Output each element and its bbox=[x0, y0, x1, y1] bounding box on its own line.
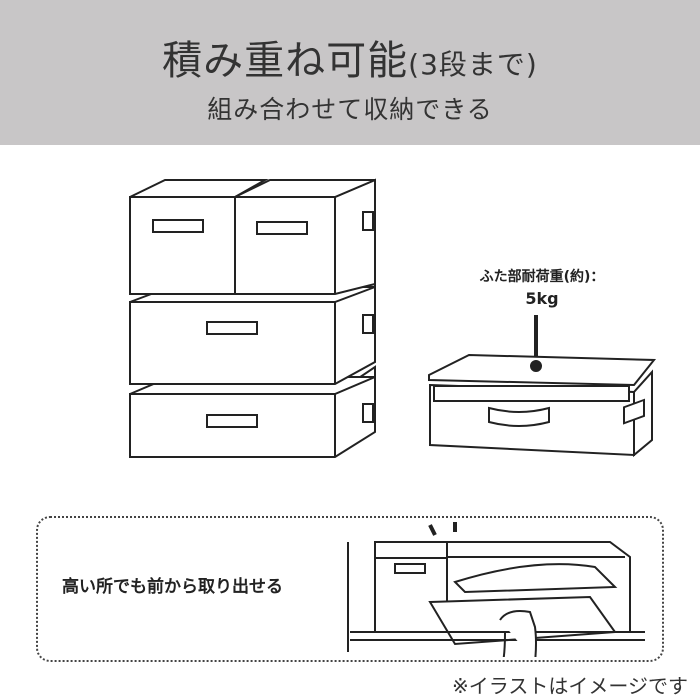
single-box-illustration bbox=[428, 315, 657, 458]
shelf-access-illustration bbox=[347, 522, 645, 657]
feature-text: 高い所でも前から取り出せる bbox=[62, 577, 283, 597]
page-subtitle: 組み合わせて収納できる bbox=[207, 95, 493, 124]
feature-panel bbox=[36, 516, 664, 662]
load-capacity-value: 5kg bbox=[525, 289, 559, 308]
stacked-boxes-illustration bbox=[129, 178, 376, 458]
title-main: 積み重ね可能 bbox=[162, 38, 409, 84]
title-suffix: (3段まで) bbox=[408, 48, 538, 81]
load-capacity-text: ふた部耐荷重(約)： bbox=[479, 269, 605, 285]
load-capacity-label: ふた部耐荷重(約)： 5kg bbox=[452, 266, 632, 310]
header-banner: 積み重ね可能(3段まで) 組み合わせて収納できる bbox=[0, 0, 700, 145]
illustration-disclaimer: ※イラストはイメージです bbox=[452, 674, 688, 698]
page-title: 積み重ね可能(3段まで) bbox=[0, 28, 700, 86]
